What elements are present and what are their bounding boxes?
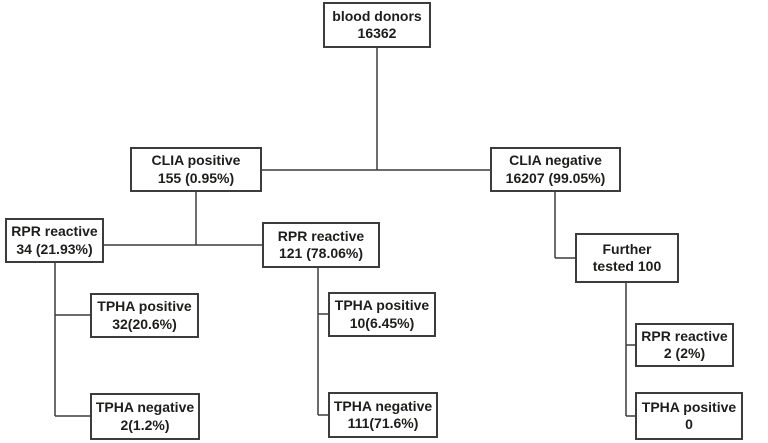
- node-tpha-negative-mid-label: TPHA negative: [333, 397, 433, 414]
- node-tpha-positive-right-label: TPHA positive: [641, 398, 737, 415]
- node-rpr-reactive-left: RPR reactive 34 (21.93%): [5, 218, 104, 263]
- node-rpr-reactive-right-label: RPR reactive: [641, 327, 728, 344]
- node-tpha-negative-left-value: 2(1.2%): [120, 416, 170, 433]
- node-rpr-reactive-left-label: RPR reactive: [11, 223, 98, 240]
- node-tpha-negative-left-label: TPHA negative: [95, 399, 195, 416]
- node-rpr-reactive-left-value: 34 (21.93%): [16, 240, 93, 257]
- node-further-tested-label: Further: [602, 240, 652, 257]
- node-further-tested: Further tested 100: [575, 233, 679, 283]
- node-clia-negative-value: 16207 (99.05%): [505, 169, 606, 186]
- node-tpha-positive-left-value: 32(20.6%): [112, 315, 177, 332]
- node-clia-positive-label: CLIA positive: [151, 152, 241, 169]
- node-tpha-positive-mid-label: TPHA positive: [334, 297, 430, 314]
- node-tpha-positive-right: TPHA positive 0: [635, 392, 743, 440]
- node-clia-negative: CLIA negative 16207 (99.05%): [490, 147, 621, 192]
- node-tpha-positive-left-label: TPHA positive: [97, 298, 192, 315]
- node-tpha-negative-left: TPHA negative 2(1.2%): [90, 393, 200, 440]
- node-blood-donors: blood donors 16362: [323, 2, 431, 48]
- node-tpha-positive-mid: TPHA positive 10(6.45%): [328, 292, 436, 337]
- node-blood-donors-value: 16362: [357, 25, 397, 41]
- node-blood-donors-label: blood donors: [332, 7, 422, 24]
- node-tpha-positive-mid-value: 10(6.45%): [349, 314, 415, 331]
- node-rpr-reactive-right-value: 2 (2%): [663, 345, 706, 361]
- node-further-tested-value: tested 100: [592, 258, 662, 274]
- node-rpr-reactive-right: RPR reactive 2 (2%): [635, 323, 734, 367]
- node-tpha-positive-right-value: 0: [685, 416, 693, 432]
- node-tpha-positive-left: TPHA positive 32(20.6%): [90, 293, 199, 338]
- node-rpr-reactive-mid-label: RPR reactive: [277, 227, 365, 244]
- node-clia-positive: CLIA positive 155 (0.95%): [130, 147, 262, 192]
- node-rpr-reactive-mid-value: 121 (78.06%): [278, 245, 364, 261]
- node-clia-negative-label: CLIA negative: [509, 152, 602, 169]
- node-rpr-reactive-mid: RPR reactive 121 (78.06%): [262, 222, 380, 268]
- node-clia-positive-value: 155 (0.95%): [157, 169, 235, 186]
- node-tpha-negative-mid-value: 111(71.6%): [347, 415, 419, 431]
- node-tpha-negative-mid: TPHA negative 111(71.6%): [328, 392, 438, 438]
